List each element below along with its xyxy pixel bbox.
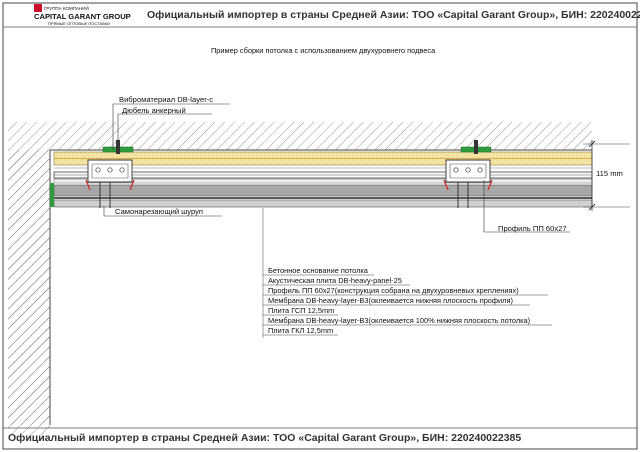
legend-item: Профиль ПП 60x27(конструкция собрана на … [268, 286, 519, 295]
hanger-assembly-right [443, 140, 493, 208]
logo-tagline-bottom: ПРЯМЫЕ ОПТОВЫЕ ПОСТАВКИ [48, 21, 110, 26]
logo-tagline-top: ГРУППА КОМПАНИЙ [44, 4, 89, 11]
company-logo: ГРУППА КОМПАНИЙ CAPITAL GARANT GROUP ПРЯ… [34, 4, 131, 26]
footer-title: Официальный импортер в страны Средней Аз… [8, 432, 521, 444]
callout-anchor-label: Дюбель анкерный [122, 106, 186, 115]
callout-screw: Самонарезающий шуруп [103, 206, 222, 217]
dimension-label: 115 mm [596, 169, 623, 178]
hanger-assembly-left [85, 140, 135, 208]
gsp-board [53, 184, 593, 197]
callout-anchor: Дюбель анкерный [117, 106, 212, 140]
callout-vibromaterial-label: Виброматериал DB-layer-c [119, 95, 213, 104]
callout-profile: Профиль ПП 60x27 [483, 180, 570, 233]
callout-screw-label: Самонарезающий шуруп [115, 207, 203, 216]
logo-name: CAPITAL GARANT GROUP [34, 12, 131, 21]
legend-item: Бетонное основание потолка [268, 266, 369, 275]
drawing-title: Пример сборки потолка с использованием д… [211, 46, 436, 55]
legend-item: Акустическая плита DB-heavy-panel-25 [268, 276, 402, 285]
profile-rail [53, 171, 593, 184]
logo-mark-icon [34, 4, 42, 12]
acoustic-panel-layer [53, 151, 593, 166]
legend-item: Мембрана DB-heavy-layer-B3(оклеивается 1… [268, 316, 530, 325]
header-title: Официальный импортер в страны Средней Аз… [147, 9, 640, 21]
legend-item: Плита ГКЛ 12,5mm [268, 326, 333, 335]
legend: Бетонное основание потолка Акустическая … [268, 266, 530, 335]
wall-edge-strip [50, 183, 54, 207]
gkl-board [53, 199, 593, 208]
legend-item: Плита ГСП 12,5mm [268, 306, 334, 315]
legend-item: Мембрана DB-heavy-layer-B3(оклеивается н… [268, 296, 513, 305]
callout-profile-label: Профиль ПП 60x27 [498, 224, 567, 233]
dimension-115mm: 115 mm [583, 140, 630, 211]
callout-vibromaterial: Виброматериал DB-layer-c [112, 95, 230, 150]
legend-leaders [262, 208, 552, 338]
